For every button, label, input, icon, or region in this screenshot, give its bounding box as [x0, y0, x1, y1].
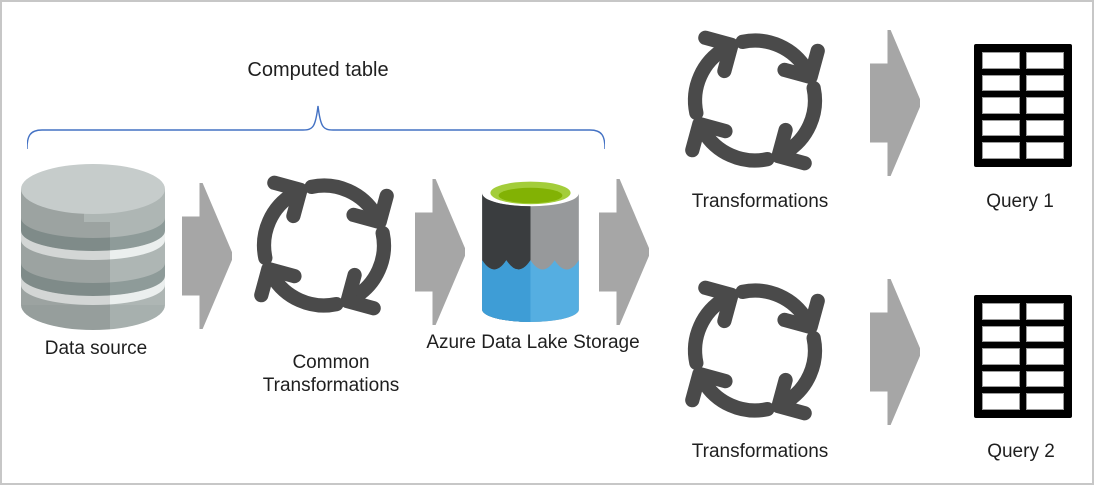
flow-arrow-icon [870, 30, 920, 176]
flow-arrow-icon [599, 179, 649, 325]
common-transformations-label-line2: Transformations [262, 375, 400, 396]
computed-table-label: Computed table [247, 59, 389, 81]
azure-data-lake-storage-icon [479, 179, 582, 324]
transformations-bottom-label: Transformations [691, 441, 829, 462]
database-icon [21, 164, 165, 330]
flow-arrow-icon [870, 279, 920, 425]
curly-brace [27, 105, 605, 150]
query-2-label: Query 2 [987, 441, 1055, 462]
common-transformations-label-line1: Common [292, 352, 370, 373]
flow-arrow-icon [182, 183, 232, 329]
table-grid-icon [974, 44, 1072, 167]
sync-arrows-icon [680, 22, 830, 179]
query-1-label: Query 1 [986, 191, 1054, 212]
transformations-top-label: Transformations [691, 191, 829, 212]
adls-label: Azure Data Lake Storage [426, 332, 640, 353]
sync-arrows-icon [249, 167, 399, 324]
table-grid-icon [974, 295, 1072, 418]
common-transformations-label: Common Transformations [263, 351, 400, 397]
flow-arrow-icon [415, 179, 465, 325]
sync-arrows-icon [680, 272, 830, 429]
data-source-label: Data source [44, 338, 148, 359]
